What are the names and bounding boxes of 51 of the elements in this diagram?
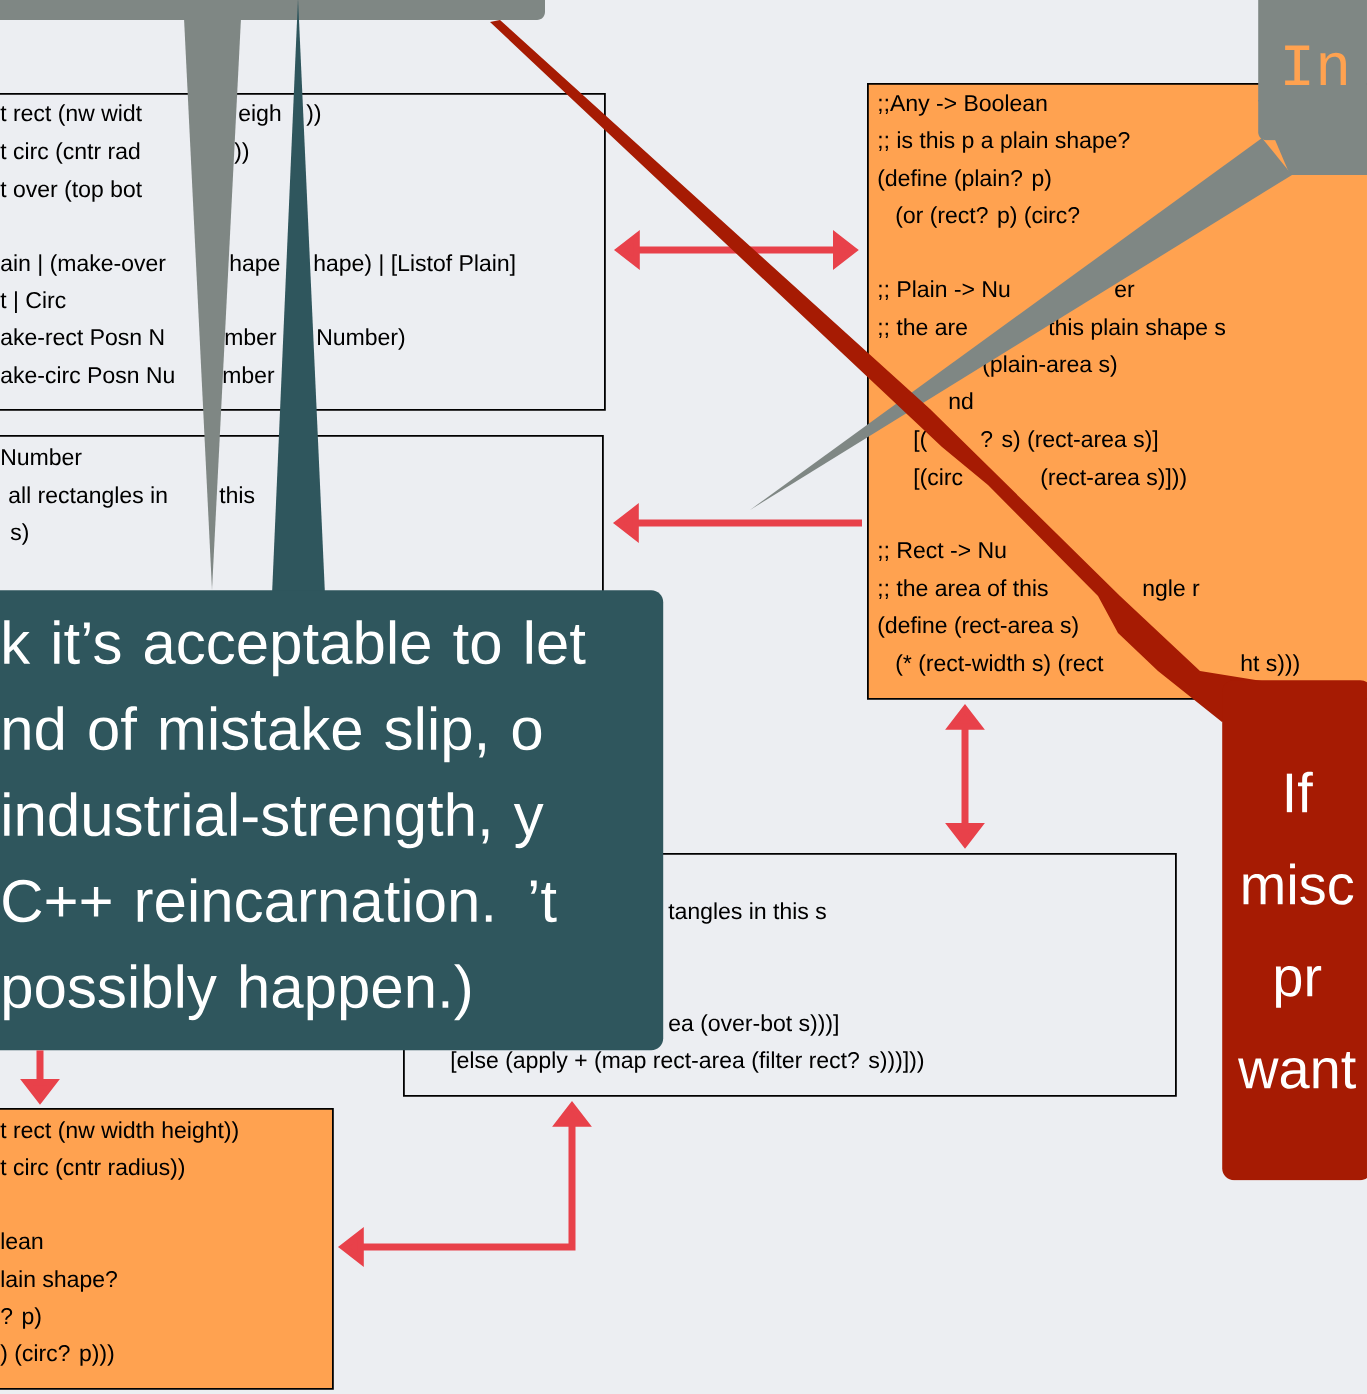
code-text: ;; is this p a plain shape? <box>879 131 1130 153</box>
code-text: t rect (nw width height)) <box>0 1121 238 1143</box>
code-text: (plain-area s) <box>983 355 1117 377</box>
code-text: t circ (cntr rad <box>0 142 140 164</box>
code-text: t rect (nw widt <box>0 104 142 126</box>
code-text: [( <box>914 430 928 452</box>
code-text: t over (top bot <box>0 180 142 202</box>
code-text: ;; Plain -> Nu <box>879 280 1010 300</box>
code-text: [else (apply + (map rect-area (filter rect? s)))])) <box>451 1051 924 1073</box>
code-text: ht s))) <box>1241 654 1299 676</box>
code-text: lean <box>1 1232 43 1250</box>
code-text: er <box>1115 284 1135 298</box>
code-text: ;;Any -> Boolean <box>879 94 1047 116</box>
code-text: ngle r <box>1143 579 1200 601</box>
code-text: ake-circ Posn Nu <box>1 366 174 384</box>
node-label: In <box>1285 45 1346 85</box>
code-text: hape) | [Listof Plain] <box>314 254 515 276</box>
code-text: nd <box>949 392 973 410</box>
code-text: t circ (cntr radius)) <box>0 1158 185 1180</box>
code-text: (or (rect? p) (circ? <box>896 206 1080 228</box>
code-text: (* (rect-width s) (rect <box>896 654 1104 676</box>
code-text: mber <box>223 366 275 384</box>
code-text: lain shape? <box>1 1270 117 1292</box>
code-text: s) <box>10 523 28 545</box>
code-text: ;; Rect -> Nu <box>879 542 1006 561</box>
code-text: t | Circ <box>0 291 66 313</box>
speech-bubble: In <box>1258 0 1367 141</box>
code-text: eigh <box>239 104 281 126</box>
code-text: ? s) (rect-area s)] <box>981 430 1158 452</box>
code-text: ) (circ? p))) <box>0 1344 114 1366</box>
code-text: (define (plain? p) <box>878 169 1051 191</box>
speech-bubble: k it’s acceptable to let nd of mistake slip, o industrial-strength, y C++ reincarnation. ’t possibly happen.) <box>0 590 664 1051</box>
code-text: (define (rect-area s) <box>878 616 1078 638</box>
code-text: )) <box>306 104 321 126</box>
code-text: all rectangles in <box>9 486 167 508</box>
code-text: Number) <box>318 328 405 350</box>
code-text: ake-rect Posn N <box>1 328 164 346</box>
code-text: tangles in this s <box>668 902 826 924</box>
code-text: ;; the area of this <box>879 579 1048 599</box>
code-text: this <box>219 486 255 504</box>
speech-bubble: If misc pr want <box>1222 680 1367 1181</box>
code-text: )) <box>234 142 249 164</box>
code-text: ;; the are <box>879 318 967 338</box>
code-text: ea (over-bot s)))] <box>669 1014 838 1036</box>
code-text: hape <box>230 254 280 276</box>
code-text: Number <box>2 448 82 466</box>
code-text: [(circ <box>914 468 963 490</box>
code-text: mber <box>225 328 277 346</box>
code-text: ? p) <box>1 1307 41 1329</box>
code-text: ain | (make-over <box>1 254 166 276</box>
code-text: (rect-area s)])) <box>1041 468 1186 490</box>
